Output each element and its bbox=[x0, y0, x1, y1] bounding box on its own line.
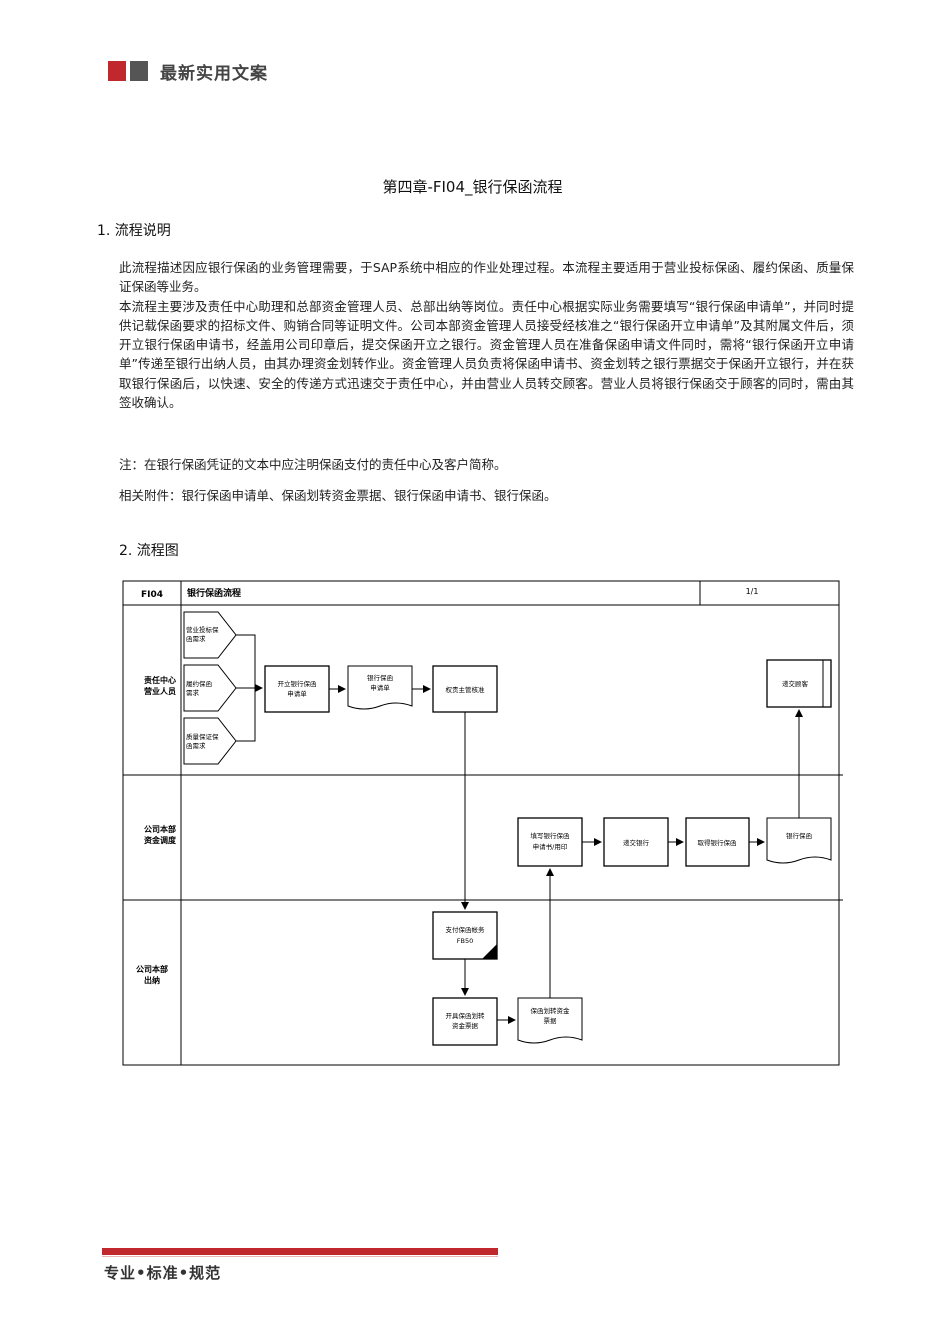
section-description-body: 此流程描述因应银行保函的业务管理需要，于SAP系统中相应的作业处理过程。本流程主… bbox=[119, 258, 854, 412]
input-node-2 bbox=[183, 664, 237, 712]
input-node-3 bbox=[183, 717, 237, 765]
flowchart-frame bbox=[122, 580, 840, 1066]
node-guarantee-doc-line1: 银行保函 bbox=[786, 831, 812, 840]
footer-divider bbox=[102, 1256, 498, 1257]
footer-accent-bar bbox=[102, 1248, 498, 1255]
node-pay-fee-line2: FB50 bbox=[457, 937, 473, 945]
paragraph-1: 此流程描述因应银行保函的业务管理需要，于SAP系统中相应的作业处理过程。本流程主… bbox=[119, 260, 854, 295]
flowchart-name: 银行保函流程 bbox=[187, 587, 241, 599]
brand-red-square-icon bbox=[108, 61, 126, 81]
section-heading-description: 1. 流程说明 bbox=[97, 223, 171, 239]
flowchart-code: FI04 bbox=[141, 590, 163, 600]
node-open-apply-line1: 开立银行保函 bbox=[278, 679, 317, 688]
node-approve-line1: 权责主管核准 bbox=[446, 685, 486, 694]
lane-2-label-line2: 资金调度 bbox=[144, 835, 177, 845]
node-issue-bill-line2: 资金票据 bbox=[452, 1021, 479, 1030]
footer-slogan: 专业•标准•规范 bbox=[104, 1264, 222, 1282]
node-bill-doc bbox=[517, 997, 583, 1044]
input-node-1-line1: 营业投标保 bbox=[186, 625, 219, 634]
document-title: 第四章-FI04_银行保函流程 bbox=[382, 178, 563, 196]
input-node-2-line1: 履约保函 bbox=[186, 679, 212, 688]
note-text: 注：在银行保函凭证的文本中应注明保函支付的责任中心及客户简称。 bbox=[119, 457, 507, 472]
lane-3-label-line2: 出纳 bbox=[144, 975, 160, 985]
node-open-apply bbox=[264, 665, 330, 713]
brand-text: 最新实用文案 bbox=[160, 63, 268, 84]
node-pay-fee bbox=[432, 911, 498, 960]
node-fill-apply-line2: 申请书/用印 bbox=[533, 842, 568, 851]
node-fill-apply-line1: 填写银行保函 bbox=[531, 831, 570, 840]
node-guarantee-doc bbox=[766, 817, 832, 864]
paragraph-2: 本流程主要涉及责任中心助理和总部资金管理人员、总部出纳等岗位。责任中心根据实际业… bbox=[119, 298, 854, 411]
node-get-guarantee bbox=[685, 817, 750, 867]
input-node-3-line1: 质量保证保 bbox=[186, 732, 219, 741]
node-bill-doc-line2: 票据 bbox=[544, 1016, 558, 1025]
node-deliver-customer-line1: 递交顾客 bbox=[782, 679, 809, 688]
header-brand: 最新实用文案 bbox=[108, 60, 268, 84]
brand-gray-square-icon bbox=[130, 61, 148, 81]
lane-1-label-line1: 责任中心 bbox=[144, 675, 176, 685]
node-apply-doc-line2: 申请单 bbox=[370, 683, 390, 692]
lane-1-label-line2: 营业人员 bbox=[144, 686, 176, 696]
node-issue-bill-line1: 开具保函划转 bbox=[446, 1011, 486, 1020]
node-bill-doc-line1: 保函划转资金 bbox=[531, 1006, 571, 1015]
node-issue-bill bbox=[432, 997, 498, 1046]
input-node-3-line2: 函需求 bbox=[186, 741, 206, 750]
node-send-bank-line1: 递交银行 bbox=[623, 838, 650, 847]
node-deliver-customer bbox=[766, 659, 832, 708]
node-pay-fee-corner-icon bbox=[482, 944, 497, 959]
node-apply-doc bbox=[347, 665, 413, 710]
attachments-text: 相关附件：银行保函申请单、保函划转资金票据、银行保函申请书、银行保函。 bbox=[119, 488, 557, 503]
lane-2-label-line1: 公司本部 bbox=[144, 824, 176, 834]
node-get-guarantee-line1: 取得银行保函 bbox=[698, 838, 737, 847]
input-node-1 bbox=[183, 611, 237, 659]
node-apply-doc-line1: 银行保函 bbox=[367, 673, 393, 682]
node-open-apply-line2: 申请单 bbox=[287, 689, 307, 698]
node-approve bbox=[432, 665, 498, 713]
lane-3-label-line1: 公司本部 bbox=[136, 964, 168, 974]
input-node-2-line2: 需求 bbox=[186, 688, 200, 697]
node-fill-apply bbox=[517, 817, 583, 867]
input-node-1-line2: 函需求 bbox=[186, 634, 206, 643]
flowchart-page: 1/1 bbox=[746, 587, 759, 596]
section-heading-flowchart: 2. 流程图 bbox=[119, 543, 179, 559]
node-pay-fee-line1: 支付保函帐务 bbox=[446, 925, 486, 934]
